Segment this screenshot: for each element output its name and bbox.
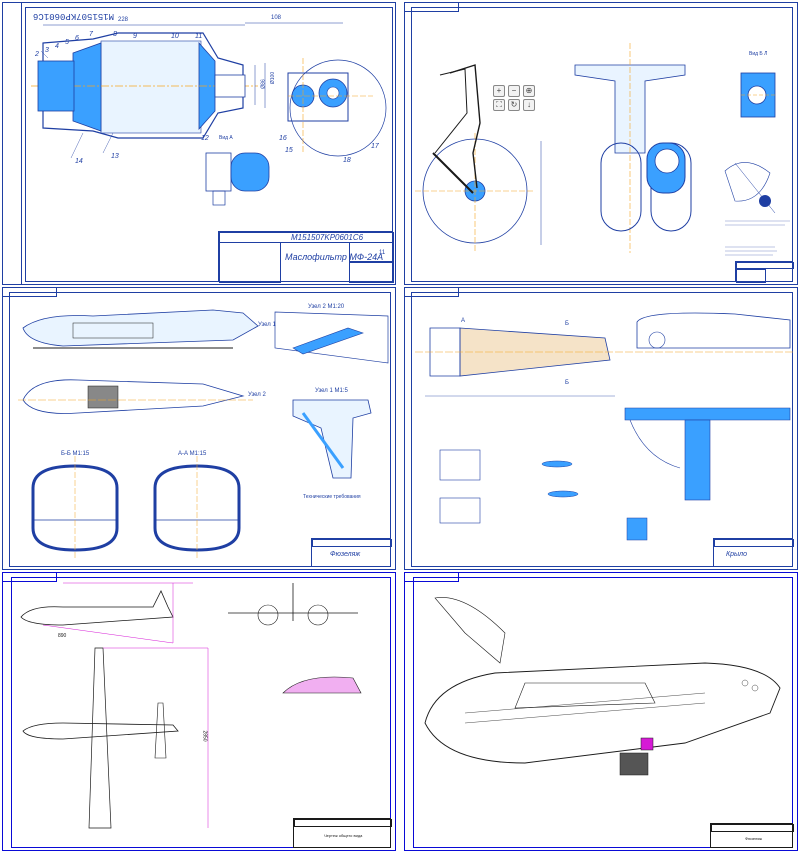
technical-requirements-heading: Технические требования	[303, 494, 361, 500]
zoom-out-icon[interactable]: −	[508, 85, 520, 97]
label-section-bb: Б-Б М1:15	[61, 451, 90, 457]
title-block-title: Фюзеляж	[745, 836, 763, 841]
drawing-sheet-landing-gear[interactable]: + − ⊕ ⛶ ↻ ↓	[404, 2, 798, 285]
rotate-icon[interactable]: ↻	[508, 99, 520, 111]
callout-16: 16	[279, 135, 287, 142]
dimension-end: 108	[271, 15, 282, 21]
aircraft-general-view-drawing	[20, 582, 362, 829]
callout-10: 10	[171, 33, 179, 40]
dimension-2850: 2850	[201, 730, 208, 742]
section-label-b2: Б	[565, 380, 569, 386]
title-block-title: Чертеж общего вида	[324, 833, 363, 838]
fuselage-drawing	[18, 309, 389, 558]
zoom-fit-icon[interactable]: ⊕	[523, 85, 535, 97]
view-label-a: Вид А	[219, 135, 233, 141]
section-label-a: А	[461, 318, 466, 324]
callout-5: 5	[65, 39, 69, 46]
dimension-length: 228	[118, 17, 129, 23]
zoom-in-icon[interactable]: +	[493, 85, 505, 97]
title-block-sheet-no: 11	[379, 250, 386, 256]
viewer-toolbar: + − ⊕	[493, 85, 535, 97]
drawing-sheet-general-view[interactable]: 890 2850 Чертеж общего вида	[2, 572, 396, 851]
sheet-frame	[9, 292, 391, 567]
title-block: Фюзеляж	[311, 538, 392, 567]
callout-11: 11	[195, 33, 203, 40]
label-node-1: Узел 1	[258, 322, 276, 328]
label-node-2: Узел 2	[248, 392, 266, 398]
sheet-frame	[411, 7, 793, 282]
title-block-code: M151507KP0601C6	[291, 233, 364, 242]
title-block-title: Фюзеляж	[330, 551, 361, 558]
title-block: M151507KP0601C6 Маслофильтр МФ-24А 11	[218, 231, 394, 283]
drawing-sheet-oil-filter[interactable]: M151507KP0601C6	[2, 2, 396, 285]
view-label-b: Вид Б Л	[749, 51, 768, 57]
sheet-margin-strip	[3, 3, 22, 284]
label-section-aa: А-А М1:15	[178, 451, 207, 457]
callout-7: 7	[89, 31, 93, 38]
dimension-diameter-2: Ø100	[270, 71, 277, 85]
wing-drawing	[415, 312, 795, 541]
label-node-2-scale: Узел 2 М1:20	[308, 304, 345, 310]
title-block: Крыло	[713, 538, 794, 567]
sheet-frame	[25, 7, 393, 282]
title-block: Фюзеляж	[710, 823, 794, 848]
sheet-frame	[11, 577, 391, 848]
download-icon[interactable]: ↓	[523, 99, 535, 111]
label-node-1-scale: Узел 1 М1:5	[315, 388, 348, 394]
fuselage-systems-drawing	[424, 597, 781, 776]
fullscreen-icon[interactable]: ⛶	[493, 99, 505, 111]
filter-pleats	[100, 40, 202, 134]
title-block-title: Маслофильтр МФ-24А	[285, 252, 384, 262]
landing-gear-drawing	[415, 43, 790, 256]
title-block-title: Крыло	[726, 551, 748, 558]
drawing-sheet-fuselage[interactable]: Узел 1 Узел 2 Б-Б М1:15 А-А М1:15 Узел 1…	[2, 287, 396, 570]
callout-2: 2	[35, 51, 39, 58]
callout-15: 15	[285, 147, 293, 154]
title-block: Чертеж общего вида	[293, 818, 392, 848]
callout-12: 12	[201, 135, 209, 142]
drawing-sheet-fuselage-systems[interactable]: Фюзеляж	[404, 572, 798, 851]
viewer-toolbar-row2: ⛶ ↻ ↓	[493, 99, 535, 111]
drawing-sheet-wing[interactable]: А Б Б Крыло	[404, 287, 798, 570]
callout-4: 4	[55, 43, 59, 50]
callout-9: 9	[133, 33, 137, 40]
sheet-frame	[411, 292, 793, 567]
section-label-b: Б	[565, 321, 569, 327]
callout-17: 17	[371, 143, 379, 150]
callout-13: 13	[111, 153, 119, 160]
dimension-diameter-1: Ø86	[260, 79, 267, 89]
sheet-frame	[413, 577, 793, 848]
callout-3: 3	[45, 47, 49, 54]
title-block	[735, 261, 794, 283]
callout-8: 8	[113, 31, 117, 38]
callout-14: 14	[75, 158, 83, 165]
callout-6: 6	[75, 35, 79, 42]
callout-18: 18	[343, 157, 351, 164]
dimension-890: 890	[58, 633, 67, 639]
oil-filter-drawing	[31, 22, 387, 206]
